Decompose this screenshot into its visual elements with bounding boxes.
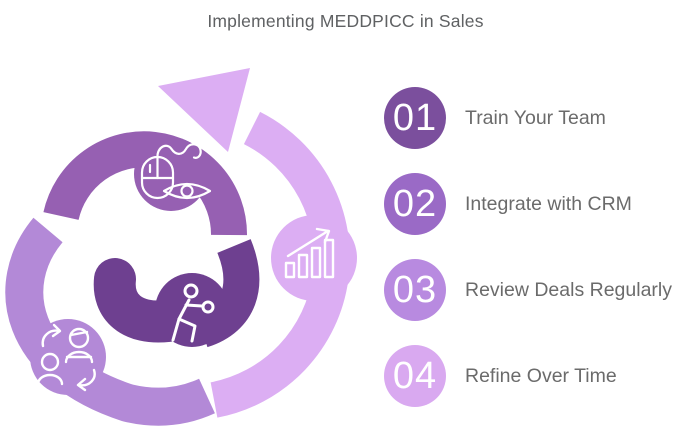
running-person-icon bbox=[171, 283, 215, 343]
step-number: 04 bbox=[392, 355, 438, 397]
list-item: 02 Integrate with CRM bbox=[384, 173, 672, 235]
page-title: Implementing MEDDPICC in Sales bbox=[207, 11, 484, 31]
step-number-badge: 03 bbox=[384, 259, 446, 321]
monitoring-node bbox=[134, 137, 208, 211]
step-label: Review Deals Regularly bbox=[465, 278, 672, 301]
step-number-badge: 02 bbox=[384, 173, 446, 235]
growth-chart-node bbox=[271, 215, 357, 301]
list-item: 03 Review Deals Regularly bbox=[384, 259, 672, 321]
step-label: Train Your Team bbox=[465, 106, 606, 129]
steps-list: 01 Train Your Team 02 Integrate with CRM… bbox=[384, 87, 672, 431]
step-label: Integrate with CRM bbox=[465, 192, 632, 215]
step-number-badge: 04 bbox=[384, 345, 446, 407]
list-item: 01 Train Your Team bbox=[384, 87, 672, 149]
growth-chart-icon bbox=[284, 227, 335, 279]
list-item: 04 Refine Over Time bbox=[384, 345, 672, 407]
cycle-diagram bbox=[5, 68, 357, 426]
step-number: 01 bbox=[392, 97, 438, 139]
step-number: 02 bbox=[392, 183, 438, 225]
step-number: 03 bbox=[392, 269, 438, 311]
step-number-badge: 01 bbox=[384, 87, 446, 149]
computer-mouse-eye-icon bbox=[140, 143, 212, 200]
step-label: Refine Over Time bbox=[465, 364, 617, 387]
people-rotation-icon bbox=[36, 323, 96, 392]
cycle-arrowhead-icon bbox=[158, 68, 250, 152]
action-node bbox=[155, 273, 229, 347]
